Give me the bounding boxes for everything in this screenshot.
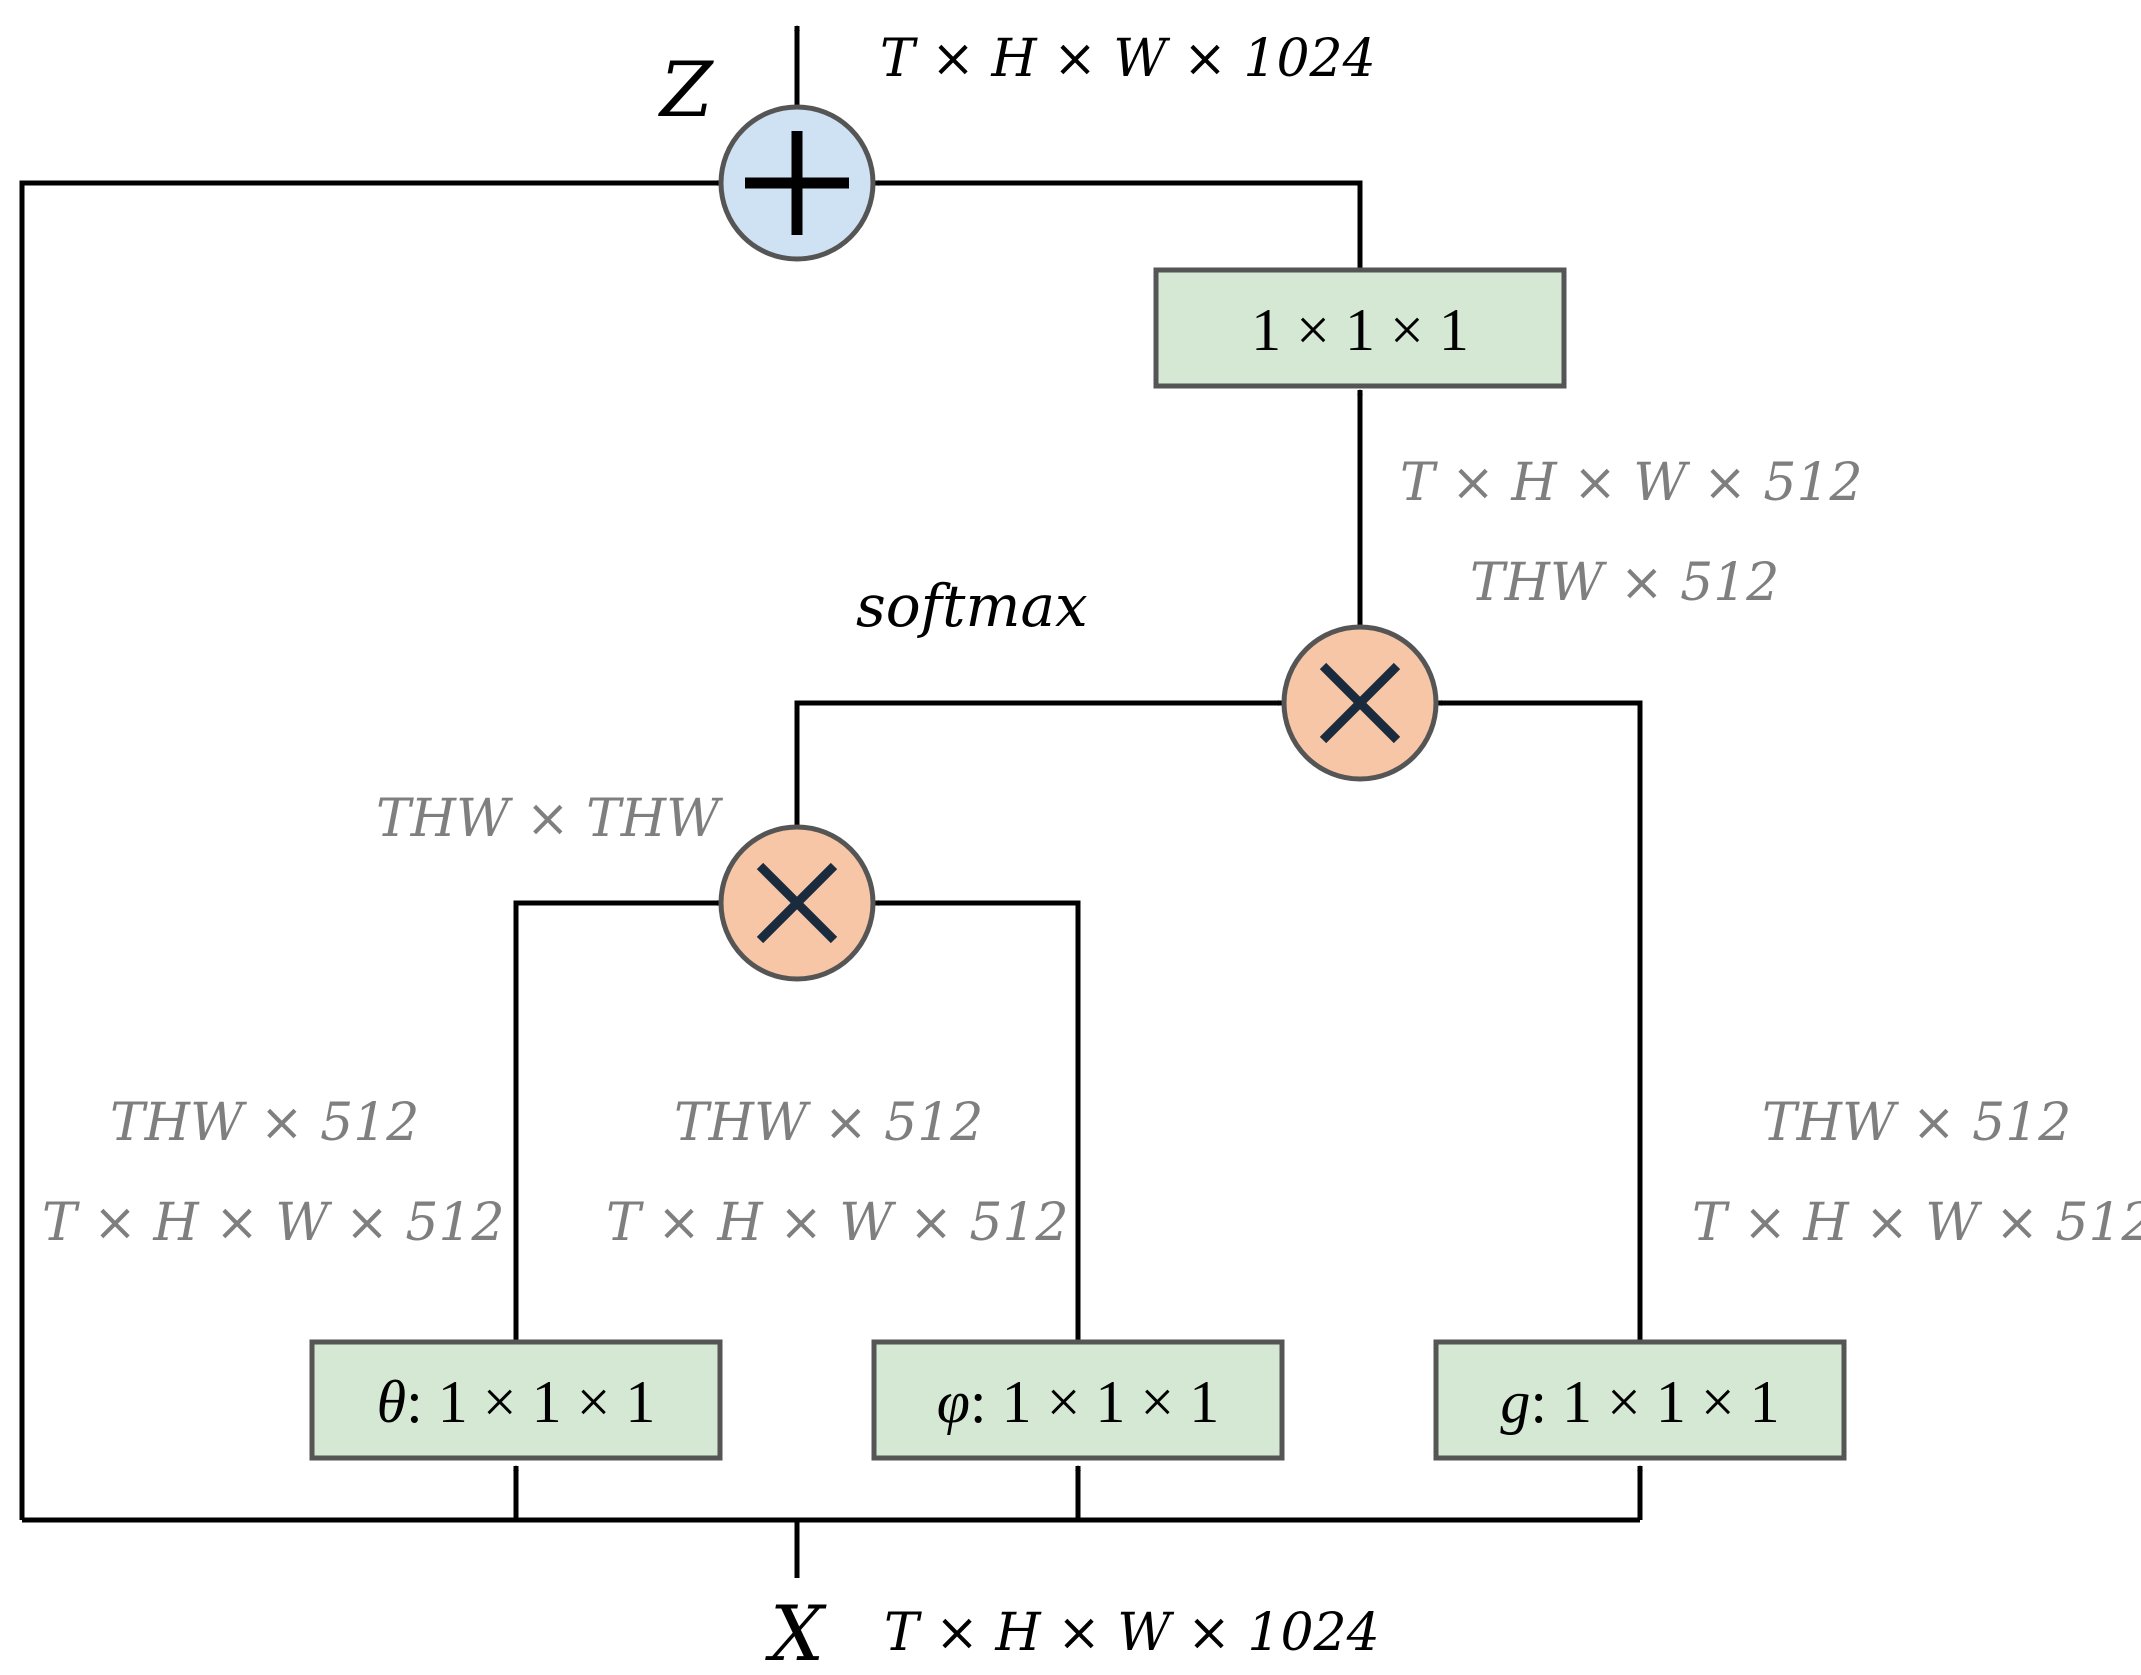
g-conv-label: : 1 × 1 × 1 [1530,1369,1779,1435]
g-thw-label: THW × 512 [1762,1093,2071,1153]
phi-to-mul-wire [874,903,1081,1342]
theta-conv-box: θ: 1 × 1 × 1 [309,1339,723,1461]
svg-text:φ: 1 × 1 × 1: φ: 1 × 1 × 1 [937,1369,1220,1435]
phi-thw-label: THW × 512 [674,1093,983,1153]
phi-conv-label: : 1 × 1 × 1 [970,1369,1219,1435]
plus-icon [745,131,849,235]
connections [19,26,1643,1578]
g-symbol: g [1500,1369,1530,1435]
output-dim-label: T × H × W × 1024 [880,29,1376,89]
svg-text:g: 1 × 1 × 1: g: 1 × 1 × 1 [1500,1369,1779,1435]
g-conv-box: g: 1 × 1 × 1 [1433,1339,1847,1461]
attention-product-node [718,824,876,982]
after-product-t-label: T × H × W × 512 [1400,453,1863,513]
sum-node [718,104,876,262]
theta-thw-label: THW × 512 [110,1093,419,1153]
phi-symbol: φ [937,1369,970,1435]
softmax-wire [794,703,1283,827]
softmax-label: softmax [856,572,1088,640]
out-box-to-sum-wire [874,183,1363,270]
phi-conv-box: φ: 1 × 1 × 1 [871,1339,1285,1461]
weighted-sum-node [1281,624,1439,782]
output-variable: Z [658,45,714,134]
times-icon [756,862,838,944]
after-product-thw-label: THW × 512 [1470,553,1779,613]
input-dim-label: T × H × W × 1024 [884,1603,1380,1663]
theta-t-label: T × H × W × 512 [42,1193,505,1253]
theta-to-mul-wire [513,903,722,1342]
residual-skip-wire [19,183,722,1520]
g-t-label: T × H × W × 512 [1692,1193,2141,1253]
output-conv-box: 1 × 1 × 1 [1153,267,1567,389]
attention-dim-label: THW × THW [376,789,723,849]
phi-t-label: T × H × W × 512 [606,1193,1069,1253]
output-conv-label: 1 × 1 × 1 [1251,297,1469,363]
input-variable: X [765,1589,827,1675]
g-to-mul-wire [1437,703,1643,1342]
theta-conv-label: : 1 × 1 × 1 [406,1369,655,1435]
svg-text:θ: 1 × 1 × 1: θ: 1 × 1 × 1 [377,1369,656,1435]
theta-symbol: θ [377,1369,406,1435]
times-icon [1319,662,1401,744]
